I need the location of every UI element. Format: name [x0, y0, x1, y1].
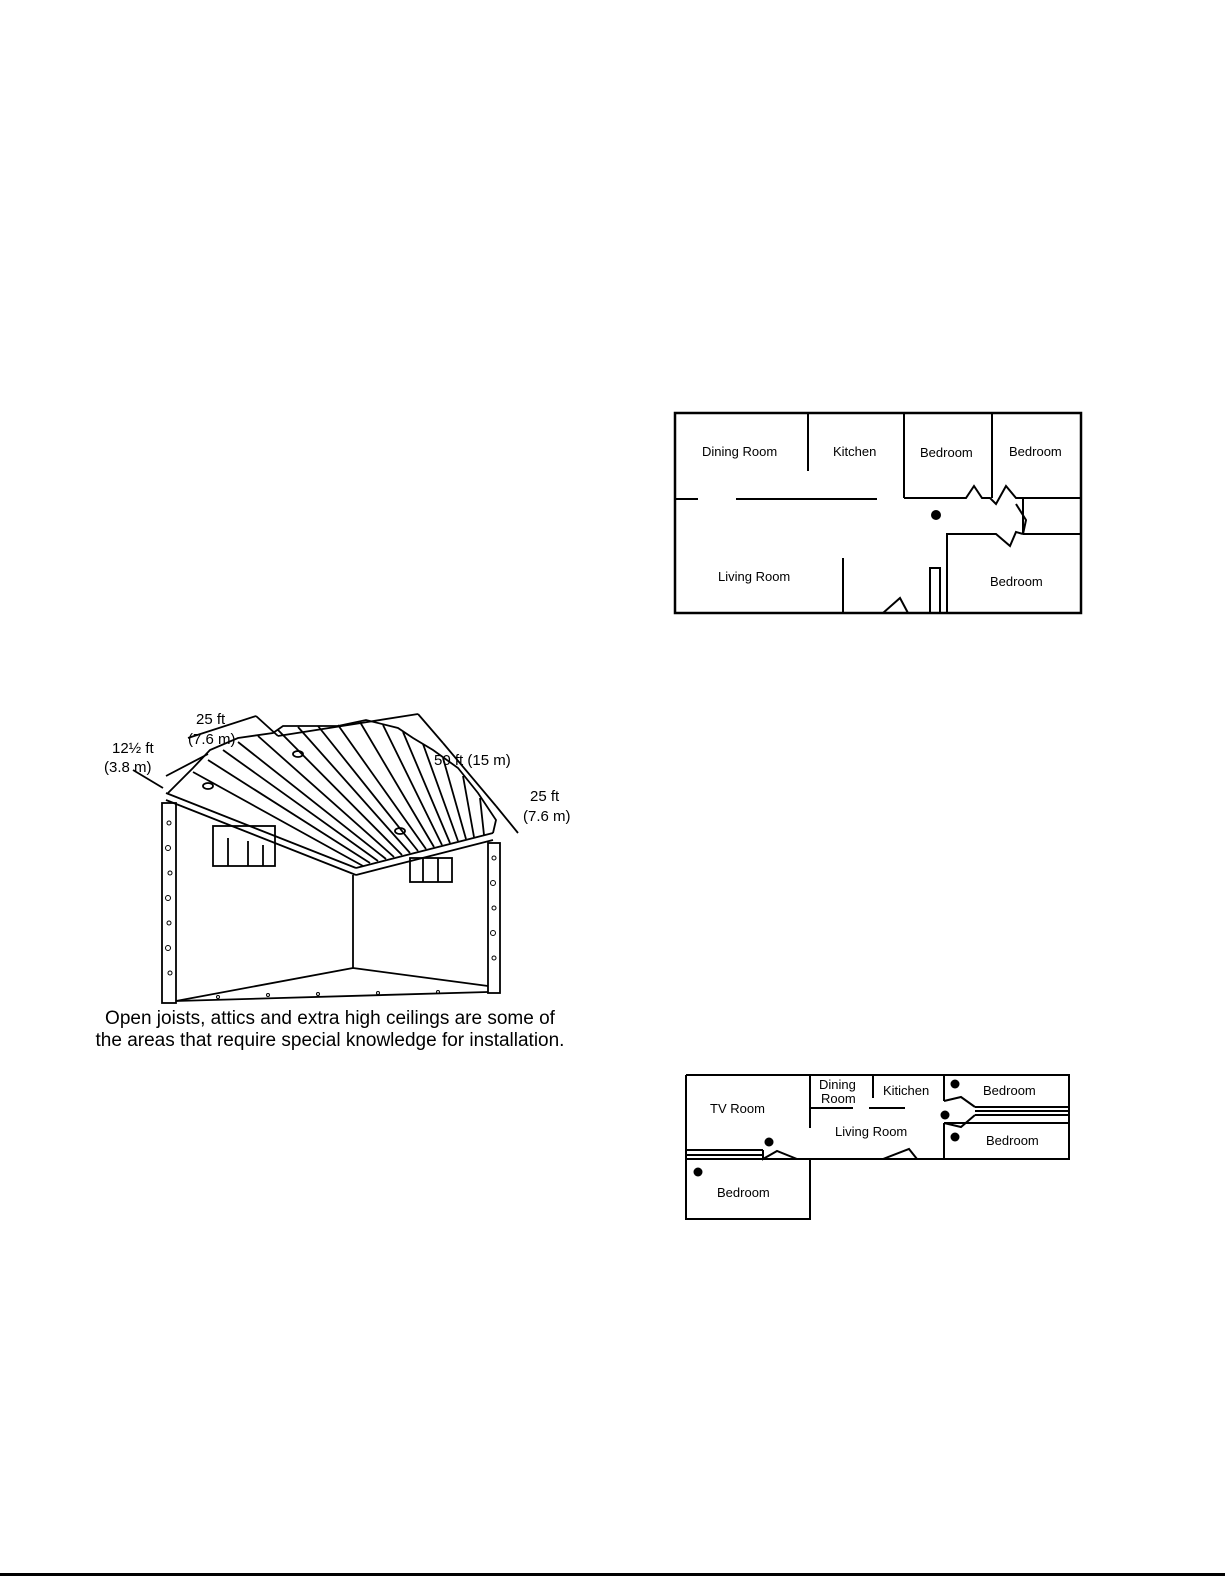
caption-line-2: the areas that require special knowledge…	[80, 1030, 580, 1052]
room-label-living: Living Room	[718, 569, 790, 584]
room-label-dining-room: Room	[821, 1091, 856, 1106]
dim-50-ft: 50 ft (15 m)	[434, 752, 511, 769]
smoke-detector-dot	[765, 1138, 774, 1147]
smoke-detector-dot	[931, 510, 941, 520]
smoke-detector-dot	[941, 1111, 950, 1120]
page-bottom-rule	[0, 1573, 1225, 1576]
floorplan-two: TV Room Dining Room Kitichen Bedroom Liv…	[683, 1071, 1075, 1229]
room-label-bedroom: Bedroom	[1009, 444, 1062, 459]
room-label-kitchen: Kitchen	[833, 444, 876, 459]
room-label-tv: TV Room	[710, 1101, 765, 1116]
dim-12-ft: 12½ ft	[112, 740, 155, 757]
room-label-kitchen: Kitichen	[883, 1083, 929, 1098]
smoke-detector-dot	[951, 1133, 960, 1142]
room-label-bedroom: Bedroom	[990, 574, 1043, 589]
room-label-dining: Dining	[819, 1077, 856, 1092]
room-label-bedroom: Bedroom	[986, 1133, 1039, 1148]
smoke-detector-dot	[951, 1080, 960, 1089]
floorplan-one: Dining Room Kitchen Bedroom Bedroom Livi…	[670, 408, 1090, 620]
dim-25-m-top: (7.6 m)	[188, 731, 236, 748]
dim-25-ft-right: 25 ft	[530, 788, 560, 805]
smoke-detector-dot	[694, 1168, 703, 1177]
room-label-bedroom: Bedroom	[983, 1083, 1036, 1098]
room-label-living: Living Room	[835, 1124, 907, 1139]
dim-25-ft-top: 25 ft	[196, 711, 226, 728]
room-label-bedroom: Bedroom	[920, 445, 973, 460]
room-label-bedroom: Bedroom	[717, 1185, 770, 1200]
joist-figure-caption: Open joists, attics and extra high ceili…	[80, 1008, 580, 1052]
caption-line-1: Open joists, attics and extra high ceili…	[80, 1008, 580, 1030]
open-joist-diagram: 12½ ft (3.8 m) 25 ft (7.6 m) 50 ft (15 m…	[98, 708, 583, 1008]
dim-25-m-right: (7.6 m)	[523, 808, 571, 825]
room-label-dining: Dining Room	[702, 444, 777, 459]
dim-12-m: (3.8 m)	[104, 759, 152, 776]
